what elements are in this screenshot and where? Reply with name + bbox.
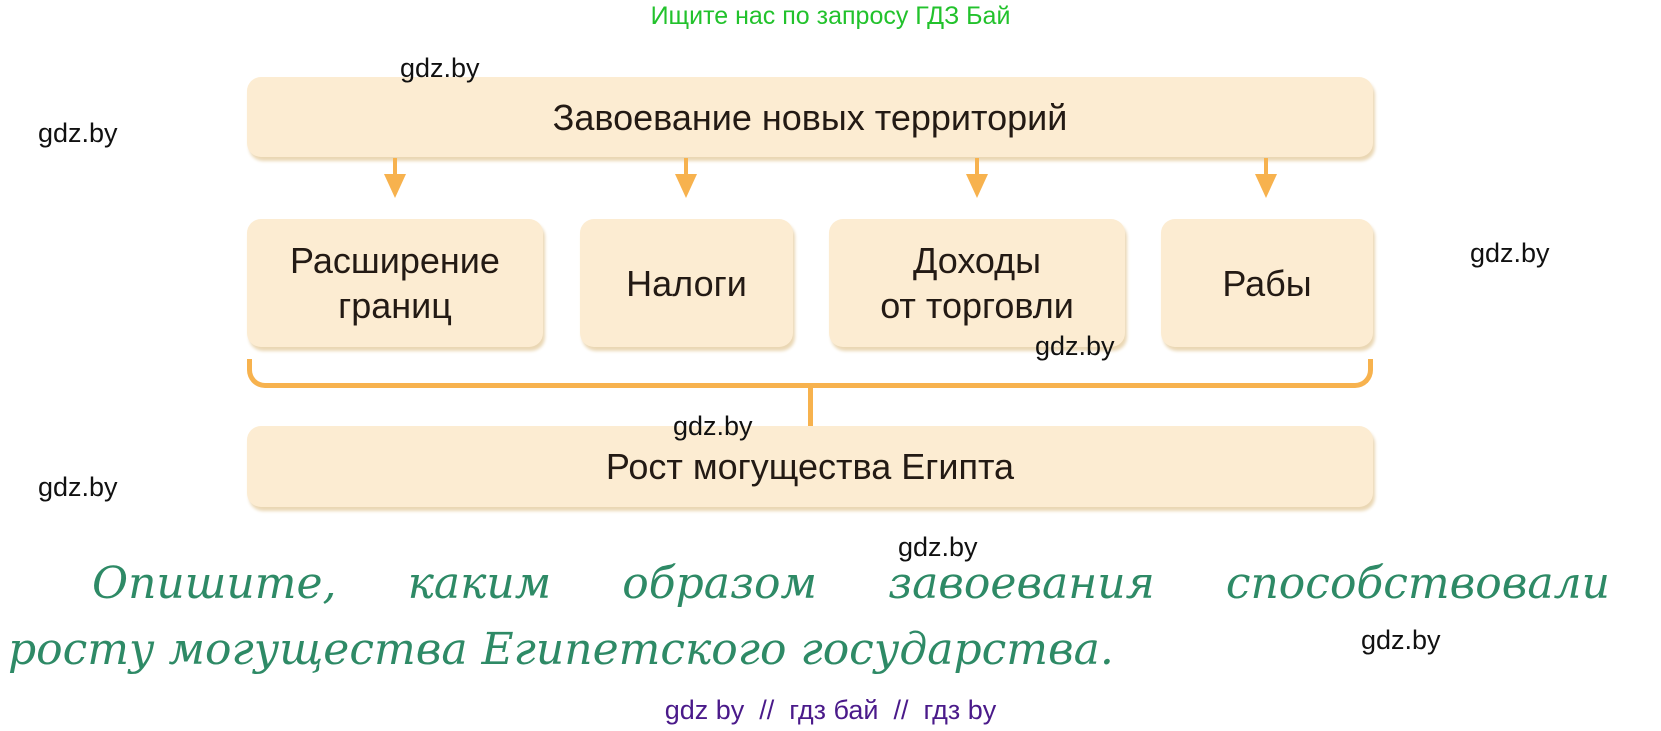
bottom-box-label: Рост могущества Египта: [605, 446, 1015, 487]
arrow-down-icon: [966, 158, 988, 198]
question-word: Опишите,: [92, 558, 337, 609]
question-word: завоевания: [888, 558, 1155, 609]
watermark: gdz.by: [1470, 238, 1550, 268]
box-label-line1: Налоги: [626, 262, 747, 304]
footer-watermark: gdz by // гдз бай // гдз by: [664, 695, 997, 725]
box-label-line1: Рабы: [1222, 262, 1312, 304]
box-label-line1: Доходы: [912, 240, 1042, 281]
question-line2: росту могущества Египетского государства…: [8, 624, 1114, 675]
arrow-down-icon: [675, 158, 697, 198]
box-label-line2: от торговли: [880, 285, 1074, 326]
question-word: способствовали: [1225, 558, 1610, 609]
watermark: gdz.by: [673, 411, 753, 441]
box-slaves: Рабы: [1161, 219, 1373, 347]
bracket-stem: [808, 385, 813, 427]
question-word: каким: [407, 558, 552, 609]
top-box-label: Завоевание новых территорий: [552, 96, 1068, 138]
watermark: gdz.by: [38, 118, 118, 148]
watermark: gdz.by: [1035, 331, 1115, 361]
question-word: образом: [622, 558, 817, 609]
arrow-down-icon: [1255, 158, 1277, 198]
watermark: gdz.by: [1361, 625, 1441, 655]
arrow-down-icon: [384, 158, 406, 198]
grouping-bracket: [247, 359, 1373, 388]
question-line1: Опишите, каким образом завоевания способ…: [92, 558, 1610, 609]
watermark: gdz.by: [400, 53, 480, 83]
promo-banner: Ищите нас по запросу ГДЗ Бай: [650, 2, 1011, 30]
top-box-conquest: Завоевание новых территорий: [247, 77, 1373, 157]
watermark: gdz.by: [38, 472, 118, 502]
box-label-line1: Расширение: [290, 240, 500, 281]
bottom-box-egypt-power: Рост могущества Египта: [247, 426, 1373, 507]
box-taxes: Налоги: [580, 219, 793, 347]
box-label-line2: границ: [338, 285, 452, 326]
watermark: gdz.by: [898, 532, 978, 562]
